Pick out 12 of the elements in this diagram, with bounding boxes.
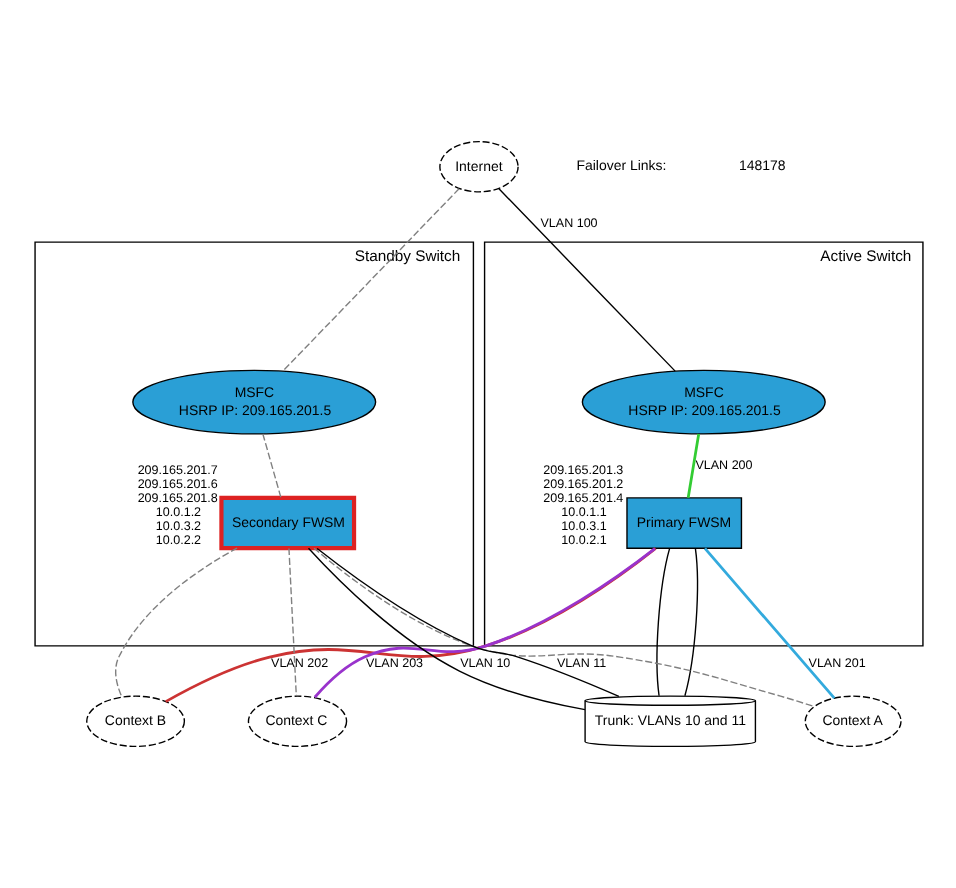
connector (655, 547, 670, 697)
connector (281, 188, 459, 372)
connector (114, 547, 237, 698)
connector (261, 433, 281, 499)
connector (497, 188, 675, 372)
connector (683, 547, 698, 697)
connector (306, 547, 585, 711)
connector (702, 547, 835, 700)
connector (287, 547, 296, 697)
connector (164, 547, 656, 703)
connector (312, 547, 814, 708)
connector (685, 433, 700, 498)
